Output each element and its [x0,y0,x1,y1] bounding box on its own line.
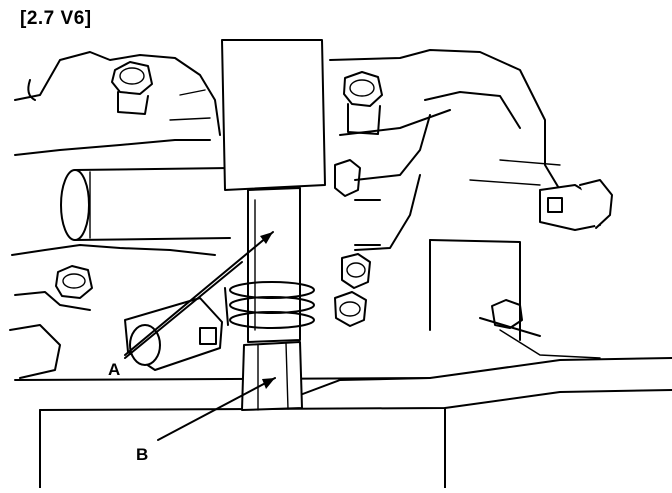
callout-label-a: A [108,360,120,379]
sensor-connector-right [539,179,613,231]
tool-handle-upper [221,39,326,191]
leader-line-a-to-shaft [124,231,274,356]
engine-variant-caption: [2.7 V6] [20,8,92,29]
bolt-lower-left [55,265,93,299]
tool-shaft [247,187,301,343]
bolt-mid-right-1 [334,159,361,197]
bolt-mid-right-3 [334,291,367,327]
bolt-upper-left [111,61,153,115]
sensor-a-body [124,297,223,371]
bolt-mid-right-2 [341,253,371,289]
oil-pan [14,329,672,489]
right-bracket [329,49,561,341]
bolt-upper-right [343,71,383,135]
callout-label-b: B [136,445,148,464]
socket-hex [241,341,303,411]
spring-clip [224,281,315,329]
coolant-pipe-left [60,167,231,241]
leader-line-b [157,377,276,441]
leader-line-a-to-sensor [124,261,243,359]
bolt-lower-right [479,299,541,337]
engine-block-left [9,51,221,379]
